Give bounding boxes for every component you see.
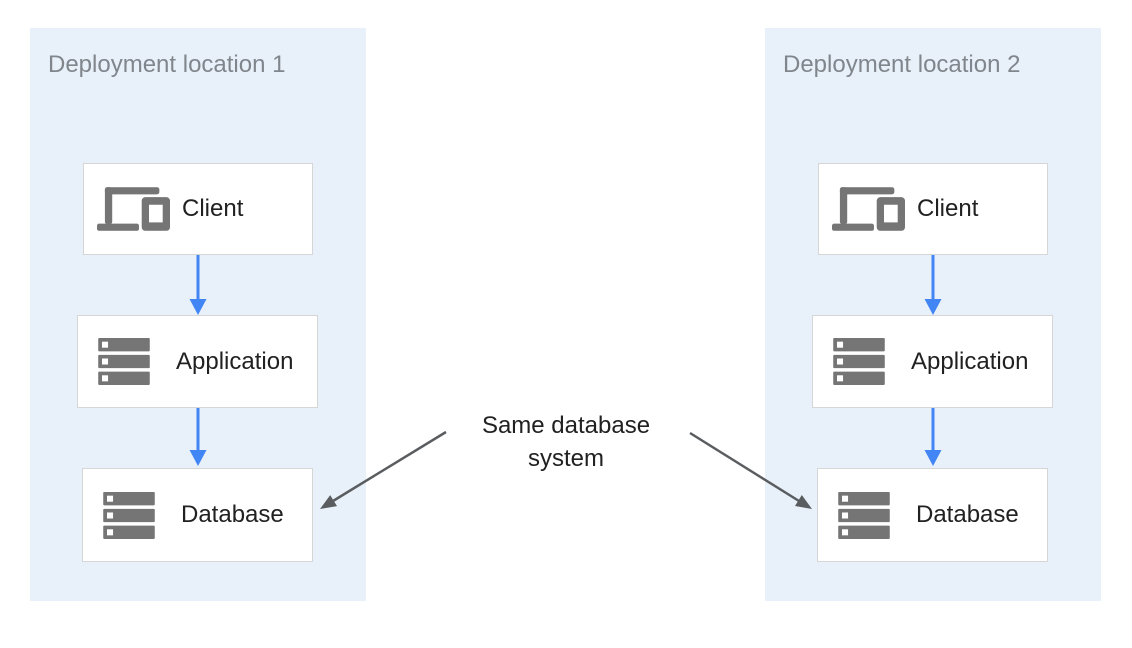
server-stack-icon: [831, 492, 916, 539]
node-label: Database: [181, 501, 284, 528]
server-stack-icon: [826, 338, 911, 385]
annotation-line-1: Same database: [481, 412, 651, 439]
deployment-panel-2: Deployment location 2 Client Application…: [765, 28, 1101, 601]
node-application: Application: [812, 315, 1053, 408]
deployment-panel-1: Deployment location 1 Client Application…: [30, 28, 366, 601]
node-database: Database: [82, 468, 313, 562]
annotation-line-2: system: [527, 445, 604, 472]
node-label: Database: [916, 501, 1019, 528]
annotation-same-database-system: Same database system: [462, 409, 670, 475]
node-application: Application: [77, 315, 318, 408]
panel-title: Deployment location 2: [783, 51, 1021, 78]
node-label: Application: [911, 347, 1029, 375]
devices-icon: [97, 187, 182, 231]
node-client: Client: [818, 163, 1048, 255]
devices-icon: [832, 187, 917, 231]
server-stack-icon: [91, 338, 176, 385]
server-stack-icon: [96, 492, 181, 539]
node-label: Application: [176, 347, 294, 375]
panel-title: Deployment location 1: [48, 51, 286, 78]
node-label: Client: [182, 195, 244, 222]
node-database: Database: [817, 468, 1048, 562]
node-client: Client: [83, 163, 313, 255]
node-label: Client: [917, 195, 979, 222]
